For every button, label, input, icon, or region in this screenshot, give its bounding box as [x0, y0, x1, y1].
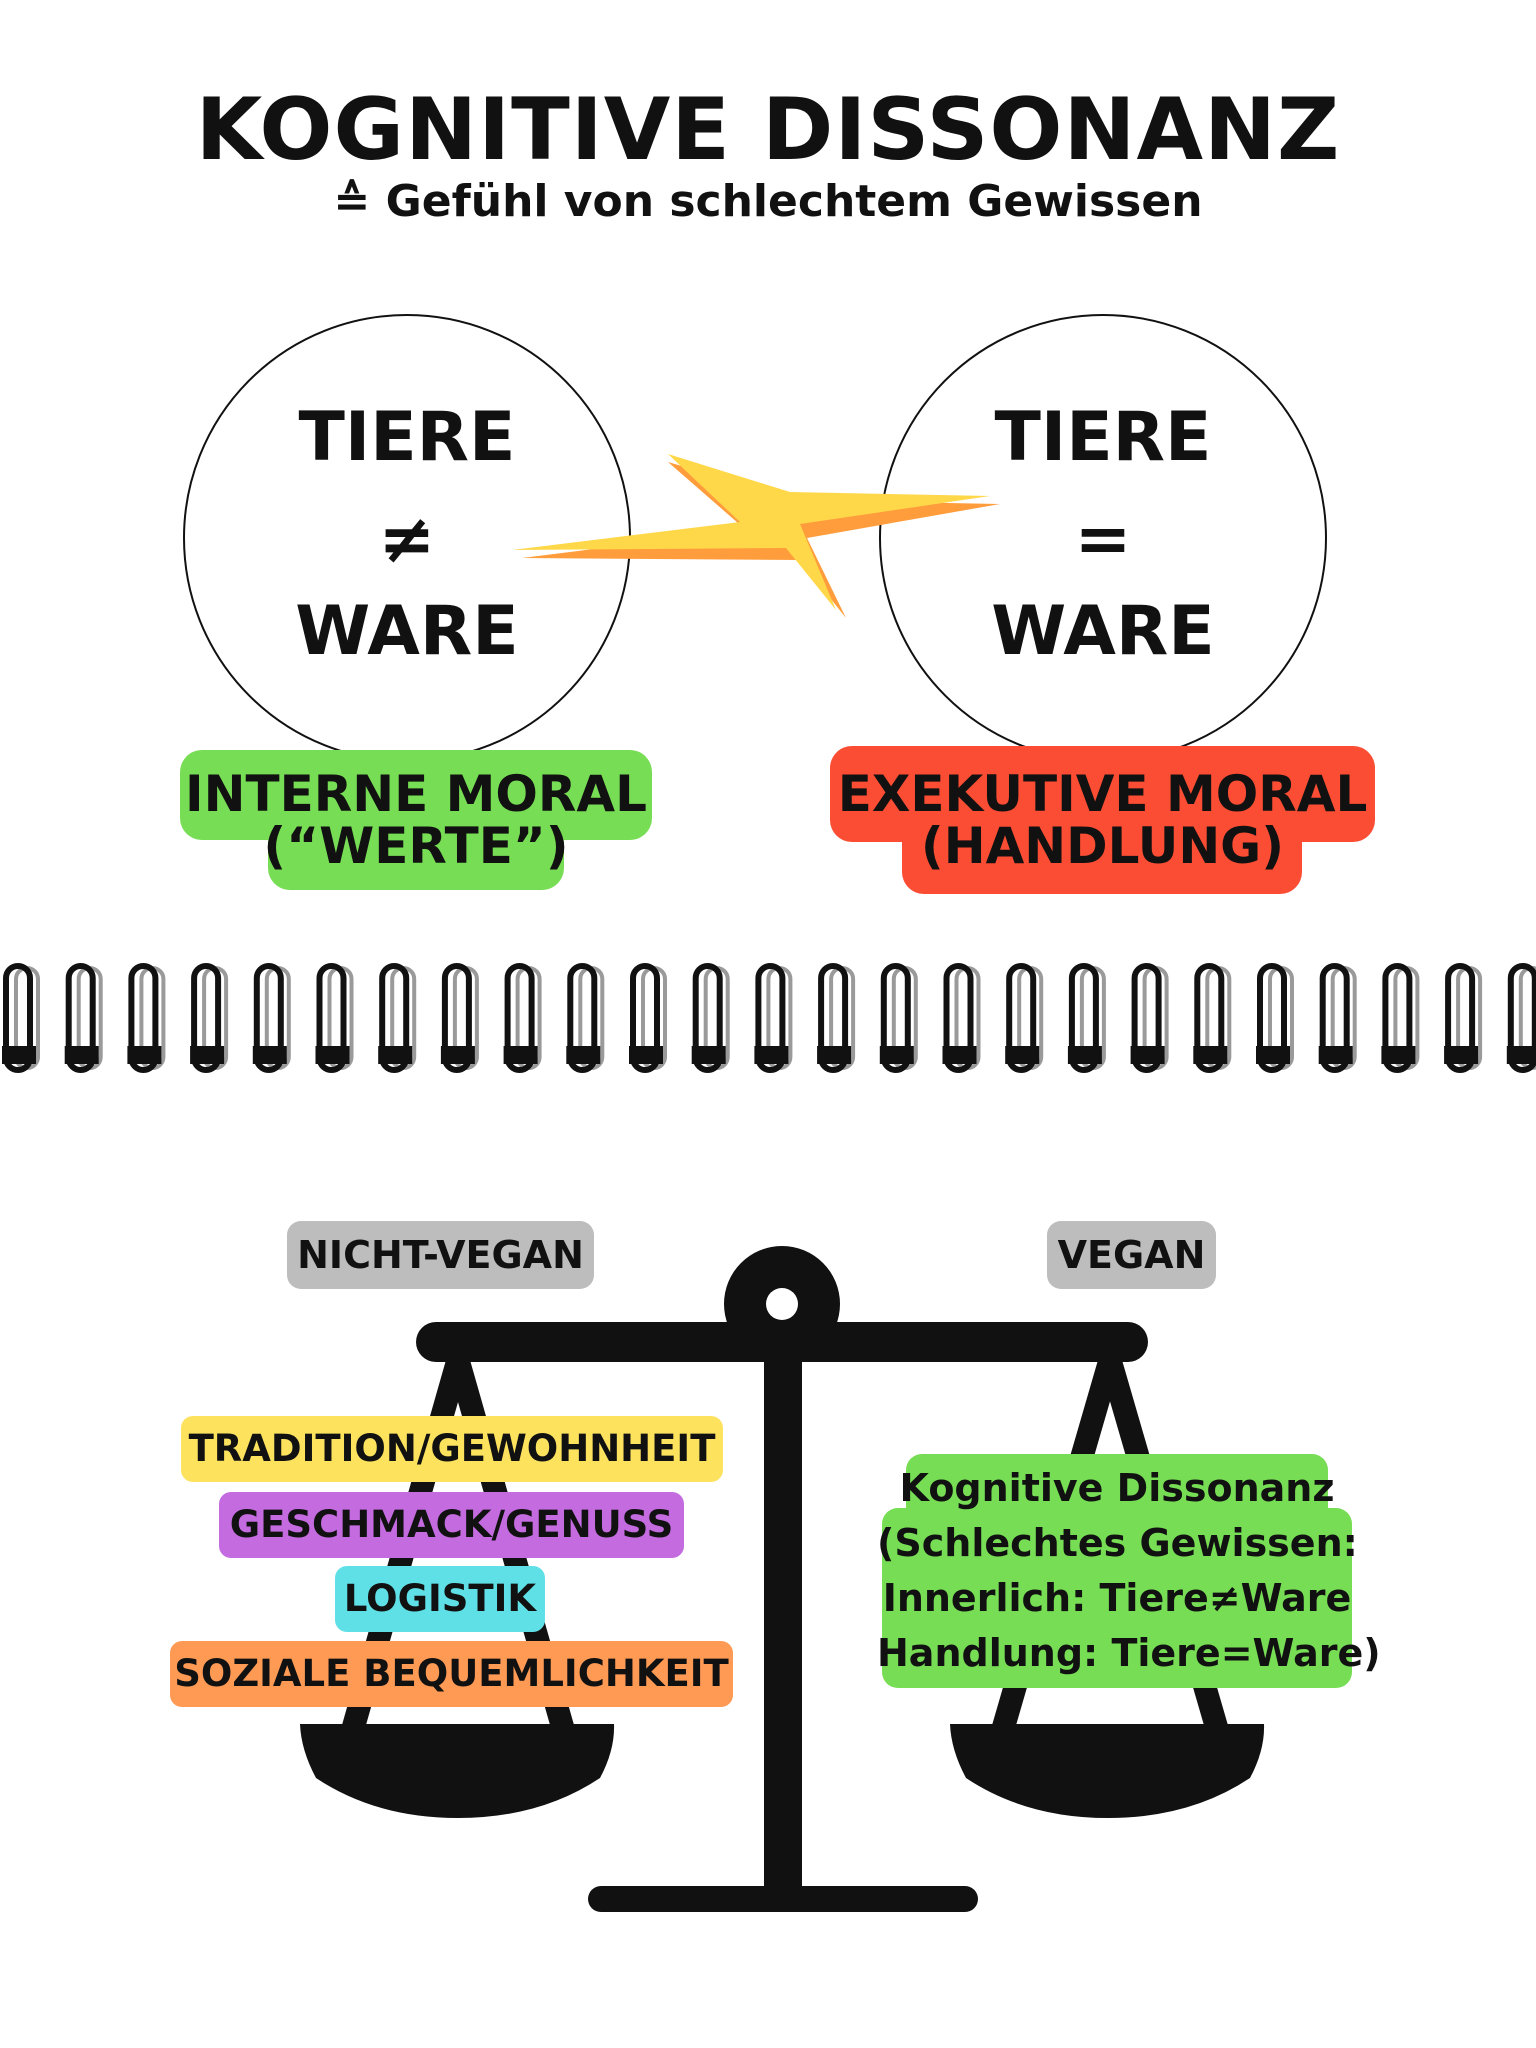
dissonance-line1: Kognitive Dissonanz: [899, 1466, 1335, 1510]
factor-soziale: SOZIALE BEQUEMLICHKEIT: [170, 1641, 733, 1707]
executive-moral-line1: EXEKUTIVE MORAL: [837, 765, 1368, 823]
lightning-bolt-icon: [512, 454, 1000, 618]
dissonance-pill-body: [882, 1508, 1352, 1688]
right-circle-symbol: =: [1074, 500, 1132, 579]
binding-ring: [1256, 963, 1294, 1073]
binding-ring: [566, 963, 605, 1073]
binding-ring: [691, 963, 730, 1073]
lightning-bolt-body: [512, 454, 990, 610]
left-circle-top: TIERE: [298, 398, 516, 477]
executive-moral-line2: (HANDLUNG): [920, 817, 1285, 875]
binding-ring: [942, 963, 981, 1073]
dissonance-line2: (Schlechtes Gewissen:: [877, 1521, 1358, 1565]
binding-ring: [754, 963, 793, 1073]
binding-ring: [1193, 963, 1232, 1073]
binding-ring: [2, 963, 40, 1073]
binding-ring: [378, 963, 417, 1073]
executive-moral-pill-bottom: [902, 820, 1302, 894]
dissonance-line4: Handlung: Tiere=Ware): [877, 1631, 1381, 1675]
left-circle-symbol: ≠: [378, 500, 436, 579]
factor-logistik: LOGISTIK: [335, 1566, 545, 1632]
binding-rings: [2, 963, 1536, 1073]
internal-moral-pill-bottom: [268, 820, 564, 890]
tag-vegan: VEGAN: [1047, 1221, 1216, 1289]
binding-ring: [127, 963, 166, 1073]
binding-ring: [252, 963, 291, 1073]
left-circle-bottom: WARE: [295, 592, 519, 671]
binding-ring: [440, 963, 479, 1073]
binding-ring: [190, 963, 229, 1073]
binding-ring: [879, 963, 918, 1073]
binding-ring: [1506, 963, 1536, 1073]
binding-ring: [503, 963, 542, 1073]
internal-moral-line1: INTERNE MORAL: [185, 765, 647, 823]
binding-ring: [1005, 963, 1044, 1073]
binding-ring: [1318, 963, 1357, 1073]
binding-ring: [817, 963, 856, 1073]
page-subtitle: ≙ Gefühl von schlechtem Gewissen: [333, 176, 1203, 227]
binding-ring: [64, 963, 103, 1073]
binding-ring: [1381, 963, 1420, 1073]
binding-ring: [315, 963, 354, 1073]
right-circle-top: TIERE: [994, 398, 1212, 477]
binding-ring: [629, 963, 667, 1073]
factor-geschmack: GESCHMACK/GENUSS: [219, 1492, 684, 1558]
factor-tradition: TRADITION/GEWOHNHEIT: [181, 1416, 723, 1482]
binding-ring: [1130, 963, 1169, 1073]
tag-nicht-vegan: NICHT-VEGAN: [287, 1221, 594, 1289]
binding-ring: [1067, 963, 1106, 1073]
page-title: KOGNITIVE DISSONANZ: [195, 80, 1341, 180]
internal-moral-line2: (“WERTE”): [263, 817, 569, 875]
right-circle-bottom: WARE: [991, 592, 1215, 671]
binding-ring: [1444, 963, 1483, 1073]
dissonance-line3: Innerlich: Tiere≠Ware: [882, 1576, 1352, 1620]
